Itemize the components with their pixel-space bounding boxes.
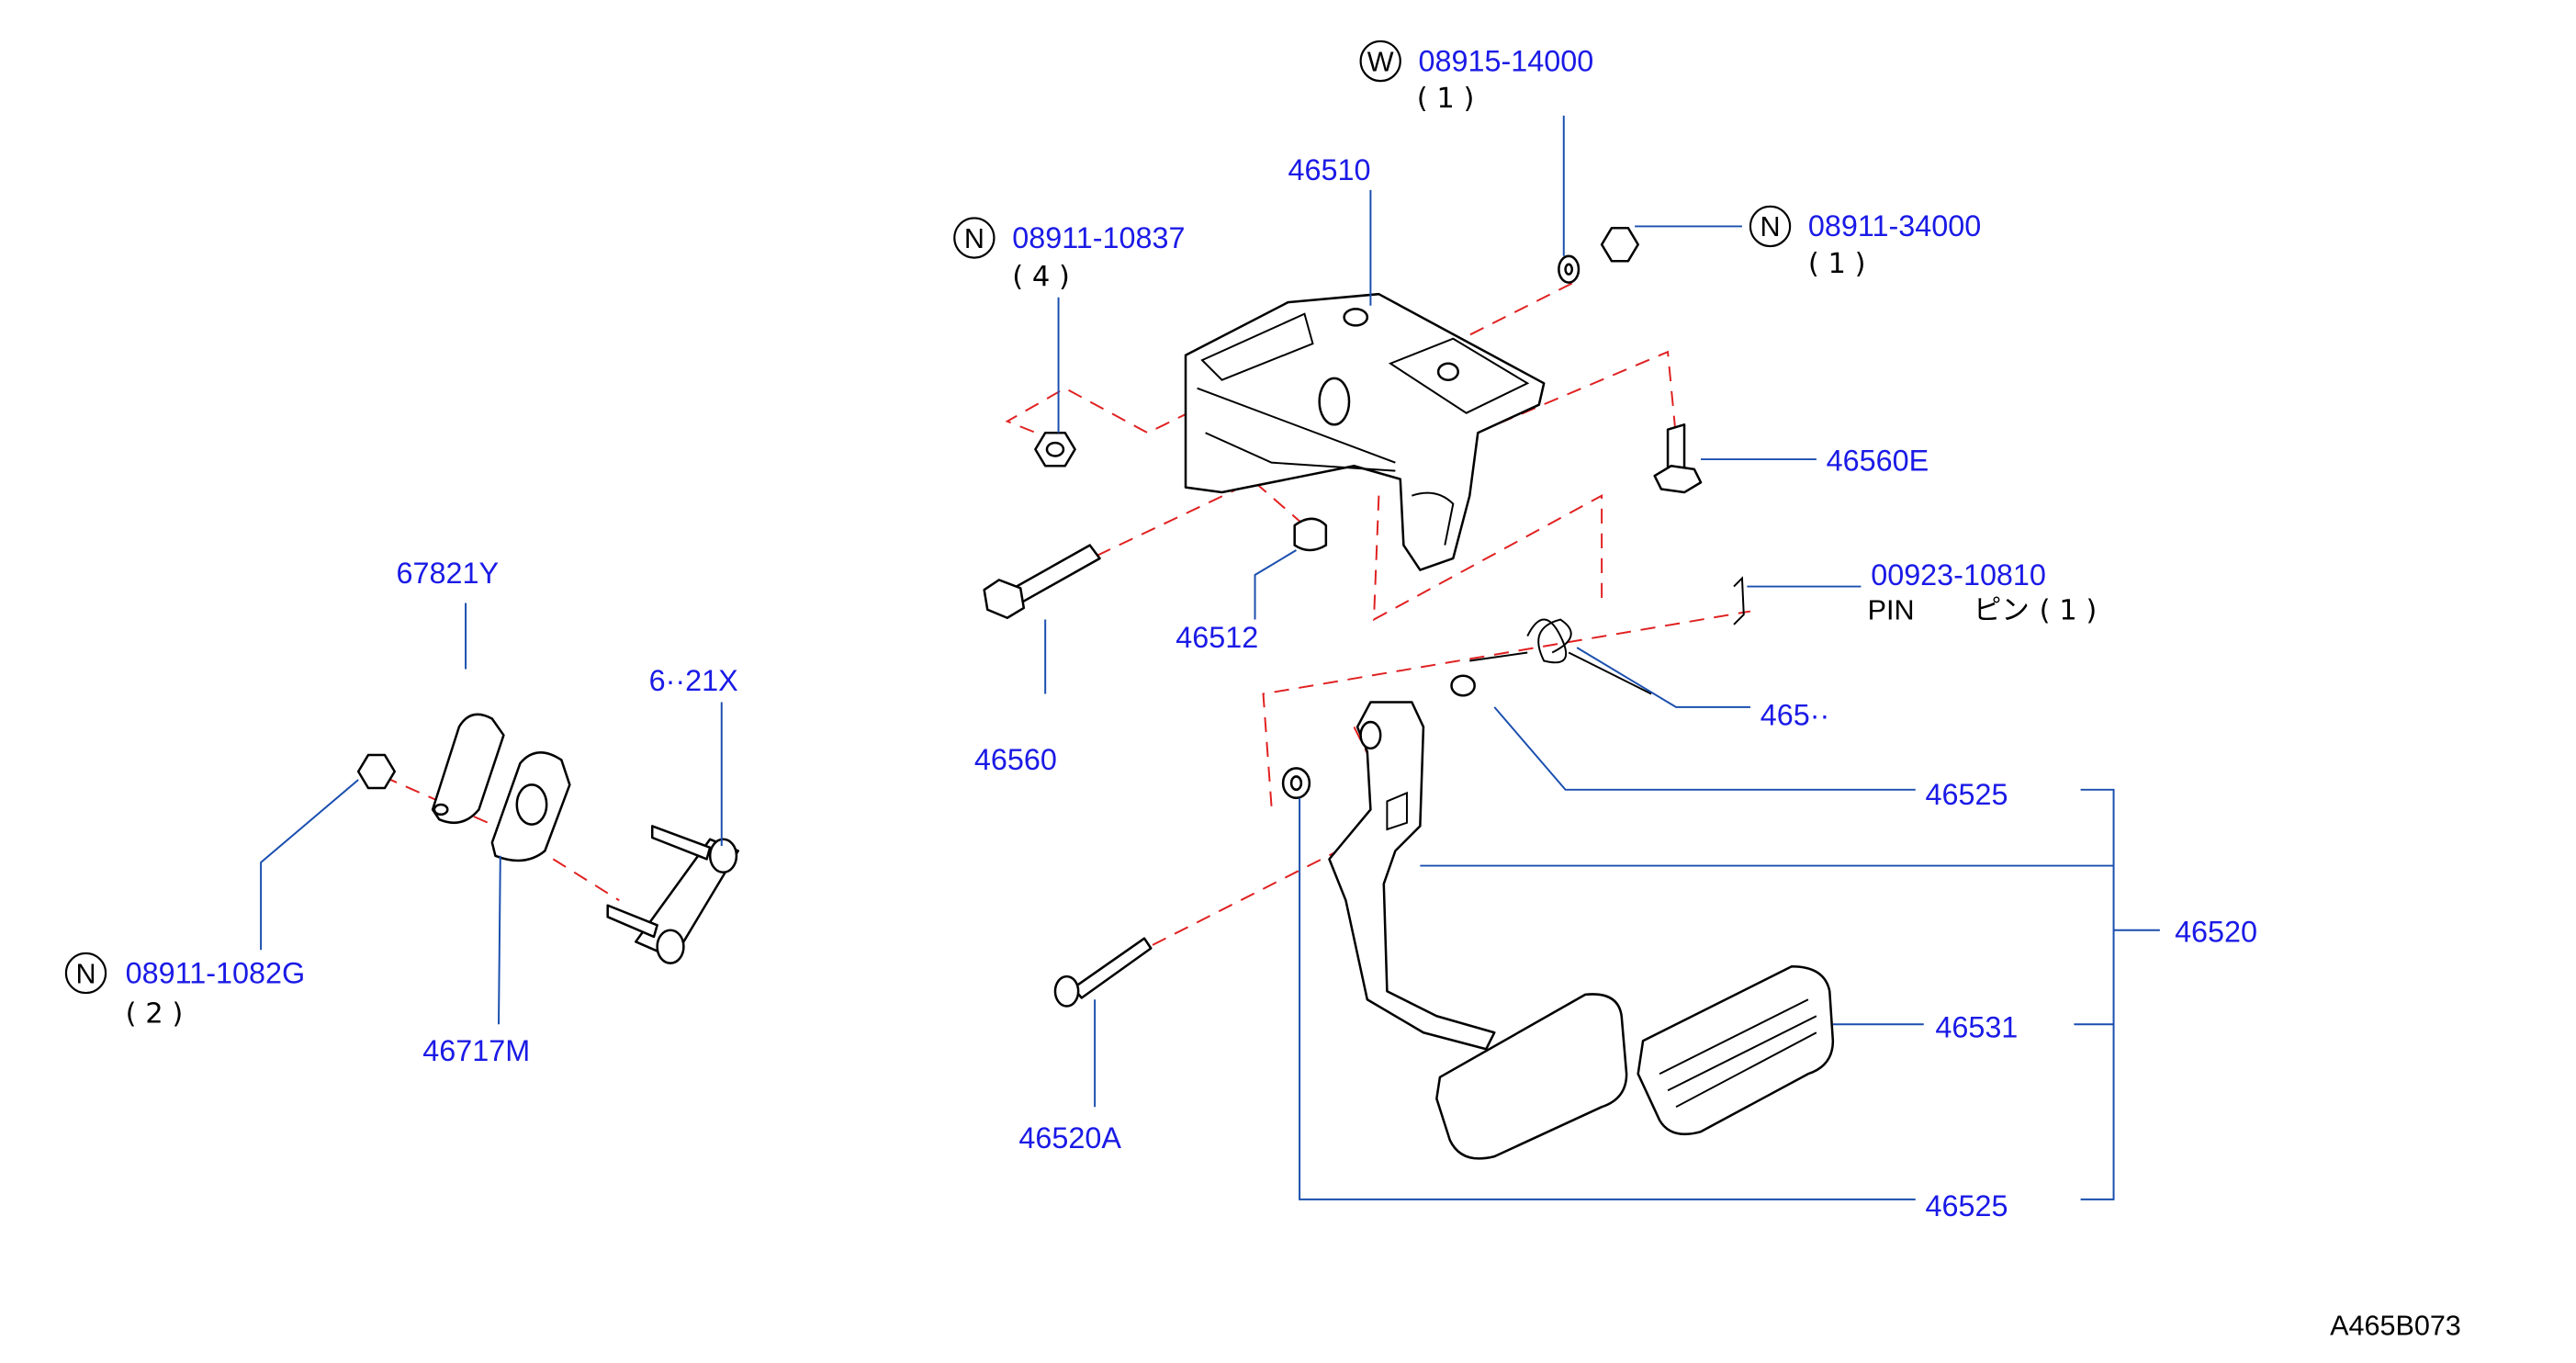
bushing-46525-top — [1450, 674, 1476, 697]
nut-type-badge-10837 — [953, 217, 996, 259]
label-08915-14000: 08915-14000 — [1419, 44, 1594, 77]
label-08911-1082G: 08911-1082G — [126, 956, 305, 989]
nut-type-badge-34000 — [1749, 205, 1792, 248]
nut-08911-34000 — [1600, 226, 1639, 263]
nut-08911-10837 — [1034, 432, 1076, 467]
washer-type-badge — [1359, 39, 1401, 83]
spring-46540 — [1469, 618, 1652, 695]
pin-46520A — [1053, 937, 1153, 1008]
leader-lines — [260, 115, 2160, 1200]
nut-type-letter-34000: N — [1760, 211, 1781, 242]
washer-08915-14000 — [1558, 254, 1580, 284]
label-46560: 46560 — [974, 743, 1057, 776]
nut-type-letter-10837: N — [964, 223, 984, 254]
pedal-arm-46520 — [1328, 701, 1496, 1051]
stopper-46512 — [1293, 517, 1328, 552]
nut-08911-1082G — [356, 753, 396, 790]
qty-08911-10837: ( 4 ) — [1012, 261, 1070, 293]
label-46560E: 46560E — [1827, 445, 1929, 478]
washer-type-letter: W — [1367, 46, 1394, 77]
label-46520: 46520 — [2175, 915, 2257, 948]
label-46520A: 46520A — [1018, 1121, 1121, 1155]
qty-08915-14000: ( 1 ) — [1417, 83, 1475, 115]
bracket-46510 — [1184, 292, 1546, 571]
label-08911-34000: 08911-34000 — [1808, 209, 1981, 242]
stud-bracket-67821X — [606, 825, 739, 964]
gasket-46717M — [490, 751, 571, 862]
pin-note-en: PIN — [1868, 595, 1915, 626]
figure-code: A465B073 — [2330, 1310, 2461, 1341]
assembly-dash-lines — [382, 279, 1751, 946]
label-00923-10810: 00923-10810 — [1871, 558, 2046, 591]
pedal-pad-installed — [1435, 993, 1628, 1160]
pin-note-jp: ピン — [1974, 595, 2030, 626]
nut-type-letter-1082G: N — [75, 958, 96, 989]
label-46540-partial: 465·· — [1760, 699, 1830, 732]
bolt-46560 — [983, 544, 1101, 620]
nut-type-badge-1082G — [64, 952, 107, 995]
bushing-46525-bottom — [1281, 767, 1311, 800]
label-08911-10837: 08911-10837 — [1012, 221, 1185, 254]
plate-67821Y — [431, 713, 505, 824]
label-46531: 46531 — [1935, 1011, 2018, 1044]
label-46510: 46510 — [1288, 153, 1371, 186]
qty-08911-34000: ( 1 ) — [1808, 248, 1866, 280]
label-67821Y: 67821Y — [397, 557, 500, 590]
pedal-pad-46531 — [1637, 965, 1835, 1136]
label-46525-top: 46525 — [1926, 778, 2008, 811]
label-46512: 46512 — [1176, 621, 1258, 654]
label-46717M: 46717M — [422, 1034, 530, 1067]
qty-08911-1082G: ( 2 ) — [126, 997, 184, 1030]
pin-00923-10810 — [1733, 576, 1745, 625]
pin-note-qty: ( 1 ) — [2040, 595, 2098, 627]
label-67821X-partial: 6··21X — [649, 664, 738, 697]
label-46525-bottom: 46525 — [1926, 1189, 2008, 1222]
bolt-46560E — [1653, 423, 1703, 494]
